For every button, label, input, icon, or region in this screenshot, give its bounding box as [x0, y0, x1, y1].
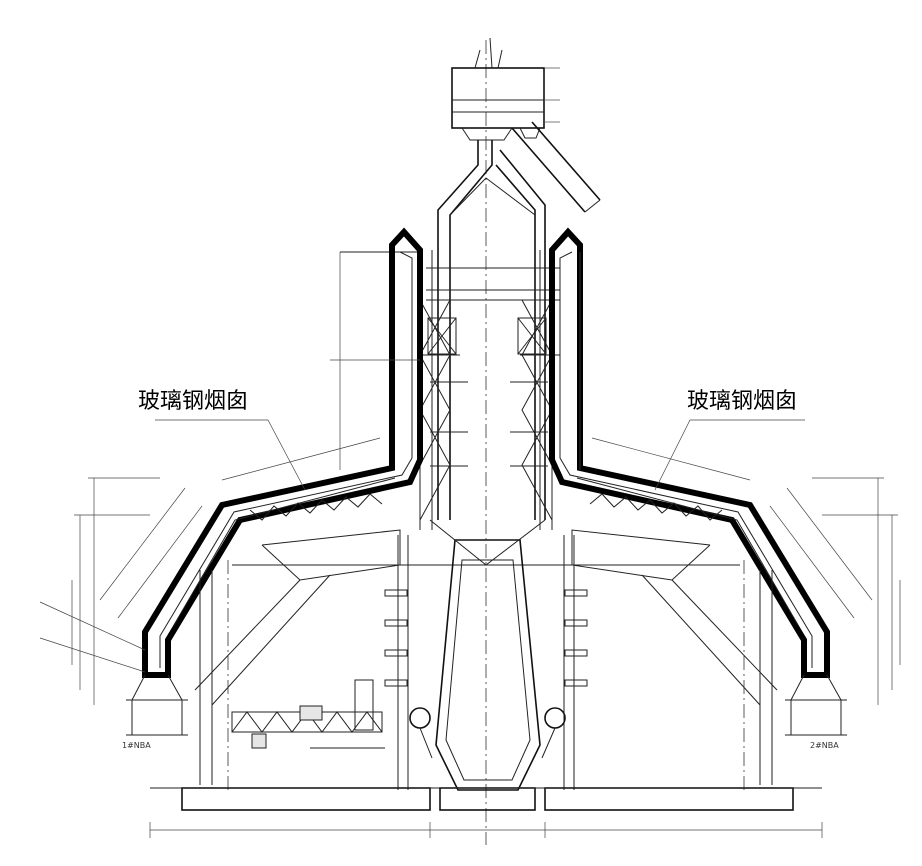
central-y-duct — [437, 140, 546, 520]
right-leader-line-diag — [654, 419, 691, 491]
columns — [199, 535, 773, 790]
valves — [409, 707, 566, 759]
ladder-brackets — [384, 589, 588, 687]
right-frp-chimney — [549, 227, 830, 678]
left-leader-line-diag — [267, 419, 306, 491]
upper-diagonal-duct — [511, 121, 601, 213]
central-furnace — [429, 519, 546, 791]
left-small-leader-2 — [39, 637, 146, 673]
left-base-unit — [126, 674, 188, 736]
foundation — [150, 787, 822, 811]
left-callout-label: 玻璃钢烟囱 — [138, 389, 249, 414]
lower-left-conveyor — [231, 679, 385, 749]
bottom-dimensions — [149, 822, 823, 838]
right-base-unit — [785, 674, 847, 736]
right-unit-label: 2#NBA — [810, 741, 839, 750]
left-dimensions — [71, 252, 420, 705]
left-frp-chimney — [142, 227, 423, 678]
top-hopper — [451, 37, 560, 141]
right-callout-label: 玻璃钢烟囱 — [687, 389, 798, 414]
left-unit-label: 1#NBA — [122, 741, 151, 750]
right-dimensions — [579, 252, 901, 705]
left-small-leader — [39, 601, 146, 651]
